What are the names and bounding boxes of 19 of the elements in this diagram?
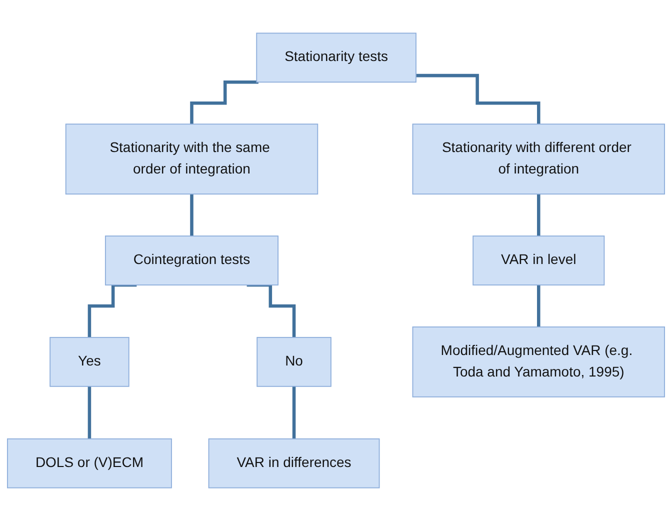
- connector: [416, 74, 540, 126]
- connector: [292, 384, 296, 440]
- node-box: No: [256, 336, 332, 387]
- connector: [190, 80, 258, 126]
- node-box: DOLS or (V)ECM: [7, 438, 172, 488]
- node-box: Modified/Augmented VAR (e.g. Toda and Yamamoto, 1995): [412, 326, 665, 398]
- node-box: Cointegration tests: [104, 236, 279, 286]
- connector: [88, 384, 92, 440]
- node-box: Stationarity with the same order of integration: [65, 124, 318, 195]
- connector: [190, 192, 194, 238]
- node-box: VAR in level: [472, 236, 605, 286]
- node-box: Stationarity tests: [256, 32, 416, 83]
- connector: [537, 283, 540, 329]
- node-box: Stationarity with different order of integration: [412, 124, 665, 195]
- connector: [537, 192, 540, 238]
- node-box: Yes: [50, 336, 130, 387]
- connector: [246, 283, 296, 340]
- connector: [88, 283, 137, 340]
- node-box: VAR in differences: [208, 438, 380, 488]
